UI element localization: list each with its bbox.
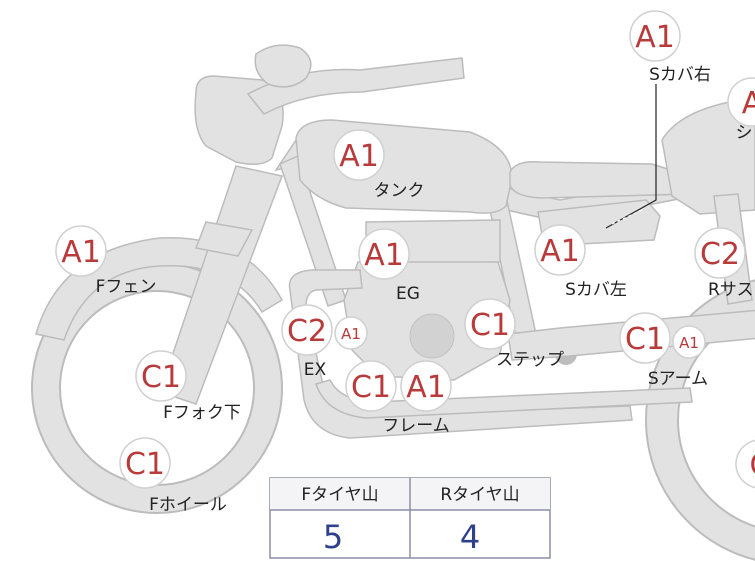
part-rear-suspension: C2 Rサス <box>694 227 753 300</box>
grade-text: A1 <box>364 238 404 273</box>
part-label: シ <box>736 123 753 143</box>
part-front-wheel: C1 Fホイール <box>119 437 227 515</box>
part-exhaust: C2 A1 EX <box>281 304 368 380</box>
tire-tread-table: Fタイヤ山 Rタイヤ山 5 4 <box>269 477 551 559</box>
part-frame: C1 A1 フレーム <box>345 360 452 436</box>
grade-badge: C1 <box>135 350 187 402</box>
seat-shape <box>509 160 691 199</box>
grade-badge: A1 <box>534 224 586 276</box>
grade-badge: A1 <box>55 225 107 277</box>
part-label: EG <box>396 284 420 304</box>
grade-text: C1 <box>625 322 665 357</box>
grade-text: A1 <box>61 235 101 270</box>
part-step: C1 ステップ <box>464 298 564 370</box>
grade-text: C1 <box>141 360 181 395</box>
grade-badge: C1 <box>119 437 171 489</box>
grade-badge: C2 <box>694 227 746 279</box>
front-tire-header: Fタイヤ山 <box>301 485 378 505</box>
sub-grade-badge: A1 <box>672 325 706 359</box>
grade-text: A1 <box>635 20 675 55</box>
rear-tire-header: Rタイヤ山 <box>440 485 519 505</box>
rear-tire-value: 4 <box>460 518 480 556</box>
sub-grade-badge: A1 <box>334 316 368 350</box>
grade-badge: C1 <box>464 298 516 350</box>
part-label: タンク <box>374 181 425 201</box>
rear-wheel-shape <box>645 279 755 561</box>
sub-grade-text: A1 <box>341 325 361 343</box>
grade-text: C <box>750 448 755 483</box>
part-label: Rサス <box>708 280 753 300</box>
grade-badge-2: A1 <box>400 360 452 412</box>
grade-badge: A1 <box>629 10 681 62</box>
part-label: ステップ <box>496 350 564 370</box>
part-swing-arm: C1 A1 Sアーム <box>619 312 708 389</box>
part-label: Fフェン <box>96 277 157 297</box>
grade-badge: A1 <box>333 129 385 181</box>
part-seat: A シ <box>727 77 755 143</box>
grade-text: A1 <box>339 139 379 174</box>
grade-badge: A1 <box>358 228 410 280</box>
grade-text: C1 <box>125 447 165 482</box>
part-label: EX <box>304 360 327 380</box>
part-label: Sカバ右 <box>649 65 711 85</box>
grade-text: A1 <box>540 234 580 269</box>
part-label: Fホイール <box>149 495 227 515</box>
grade-text: A1 <box>406 370 446 405</box>
part-label: フレーム <box>382 416 450 436</box>
grade-badge: C <box>735 439 755 489</box>
front-tire-value: 5 <box>323 518 343 556</box>
part-label: Sカバ左 <box>565 280 627 300</box>
sub-grade-text: A1 <box>679 334 699 352</box>
engine-shape <box>343 219 577 381</box>
grade-badge: C1 <box>345 360 397 412</box>
grade-text: C2 <box>287 314 327 349</box>
part-label: Fフォク下 <box>163 403 241 423</box>
part-front-fork-lower: C1 Fフォク下 <box>135 350 241 423</box>
part-front-fender: A1 Fフェン <box>55 225 157 297</box>
part-tank: A1 タンク <box>333 129 425 201</box>
part-engine: A1 EG <box>358 228 420 304</box>
grade-text: A <box>742 86 755 121</box>
grade-badge: A <box>727 77 755 127</box>
grade-text: C2 <box>700 237 740 272</box>
grade-badge: C2 <box>281 304 333 356</box>
grade-text: C1 <box>351 370 391 405</box>
part-label: Sアーム <box>648 369 708 389</box>
part-side-cover-left: A1 Sカバ左 <box>534 224 627 300</box>
grade-text: C1 <box>470 308 510 343</box>
part-side-cover-right: A1 Sカバ右 <box>629 10 711 85</box>
leader-line <box>605 84 657 229</box>
part-rear-wheel: C <box>735 439 755 489</box>
grade-badge: C1 <box>619 312 671 364</box>
